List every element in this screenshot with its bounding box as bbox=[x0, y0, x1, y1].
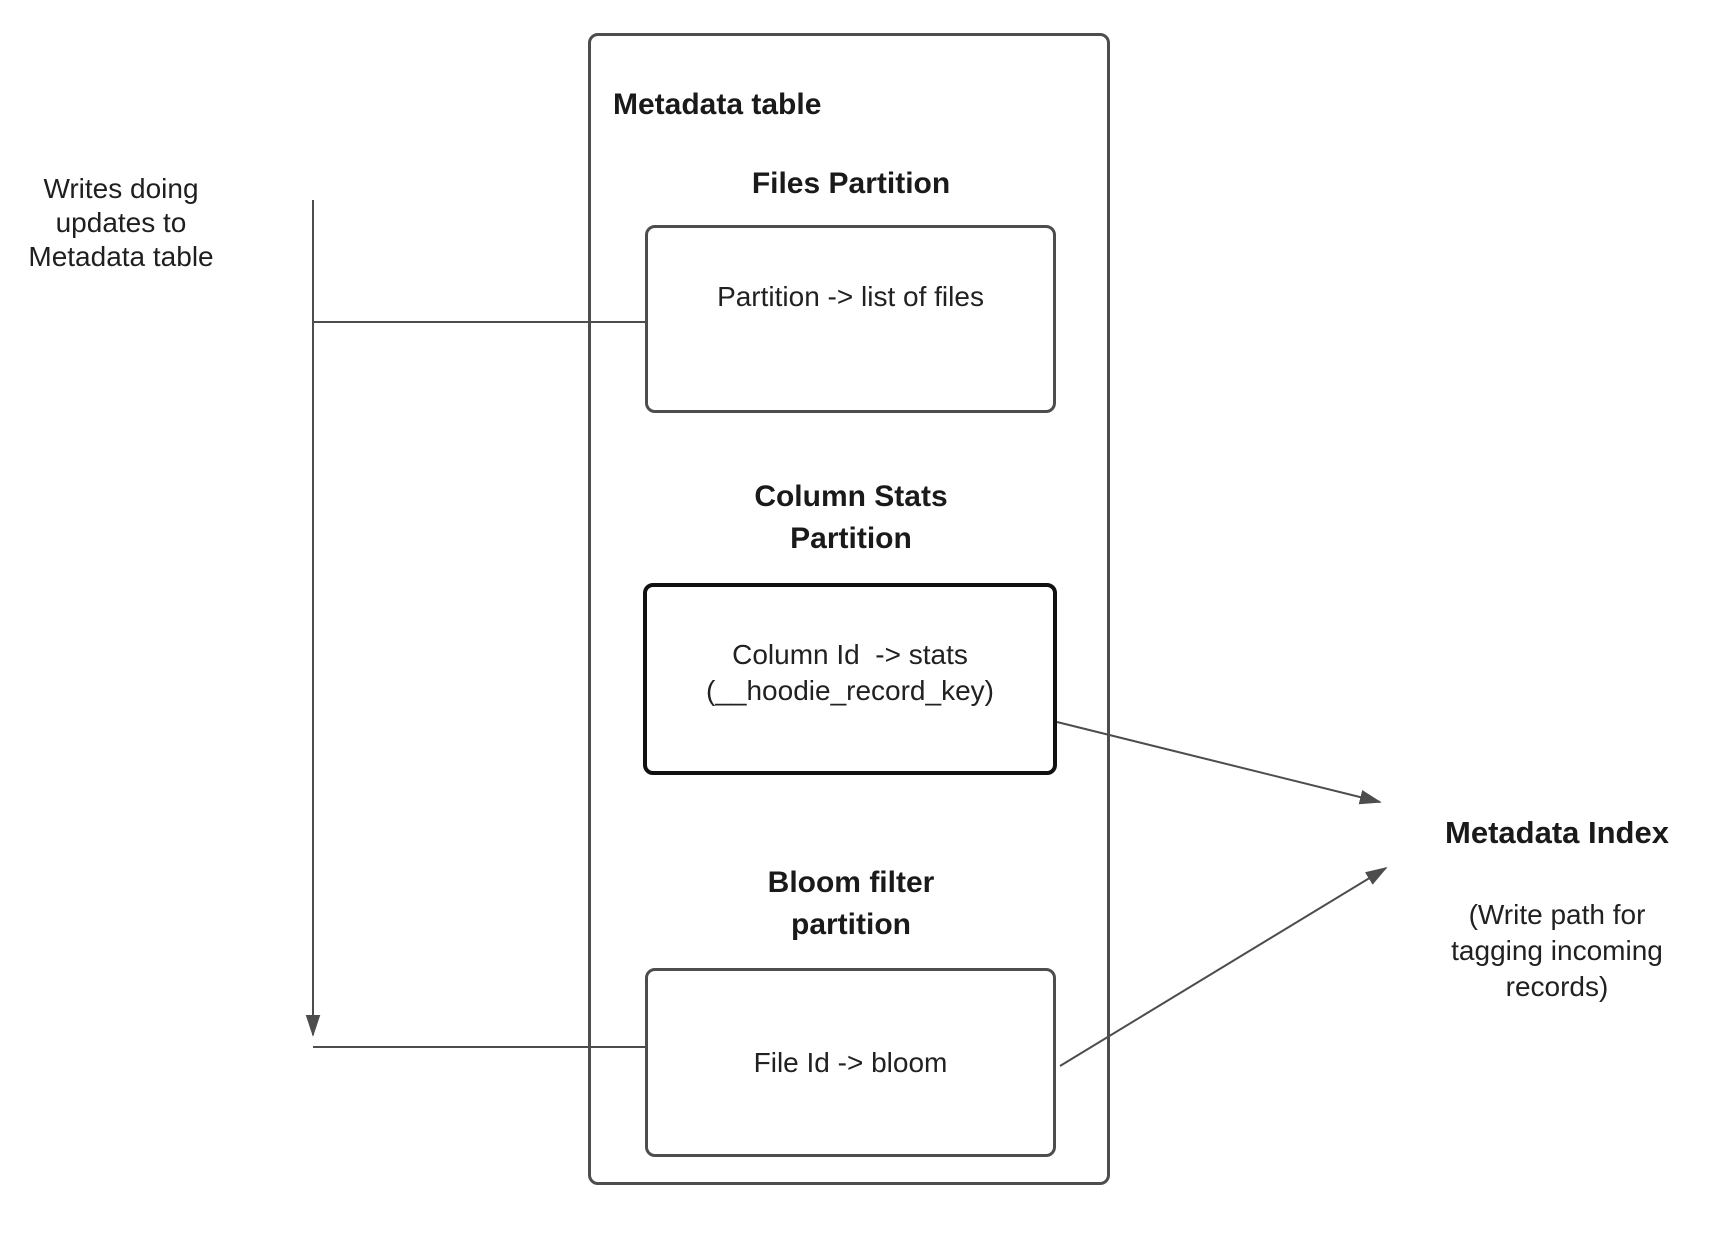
column-stats-partition-text: Column Id -> stats (__hoodie_record_key) bbox=[706, 638, 994, 706]
files-partition-text: Partition -> list of files bbox=[717, 281, 984, 312]
bloom-filter-partition-box: File Id -> bloom bbox=[645, 968, 1056, 1157]
writes-updates-label: Writes doing updates to Metadata table bbox=[28, 173, 214, 272]
files-partition-box: Partition -> list of files bbox=[645, 225, 1056, 413]
column-stats-partition-heading: Column Stats Partition bbox=[754, 480, 948, 555]
column-stats-partition-box: Column Id -> stats (__hoodie_record_key) bbox=[643, 583, 1057, 775]
metadata-index-title: Metadata Index bbox=[1445, 815, 1669, 850]
files-partition-heading: Files Partition bbox=[751, 167, 951, 200]
bloom-filter-partition-heading: Bloom filter partition bbox=[767, 866, 935, 941]
metadata-table-title: Metadata table bbox=[613, 88, 822, 121]
metadata-index-subtitle: (Write path for tagging incoming records… bbox=[1451, 899, 1663, 1002]
metadata-table-box bbox=[588, 33, 1110, 1185]
bloom-filter-partition-text: File Id -> bloom bbox=[753, 1046, 948, 1078]
